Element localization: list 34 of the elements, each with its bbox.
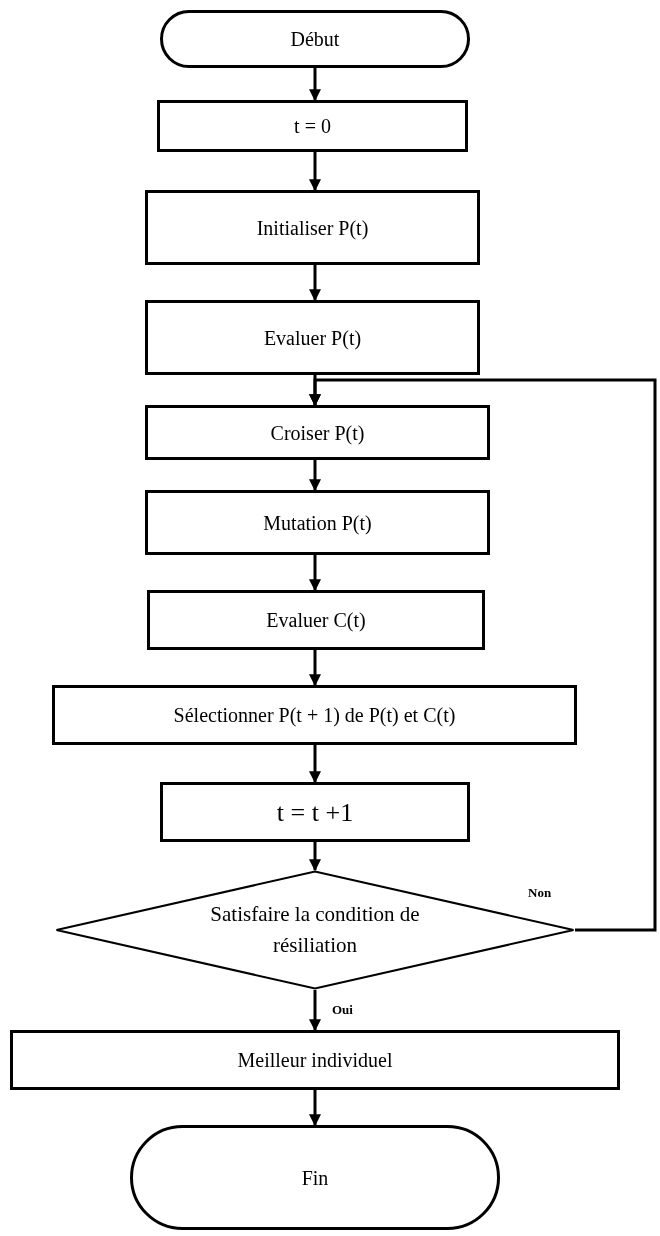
arrow <box>309 990 321 1032</box>
process-box <box>157 100 468 152</box>
process-box <box>147 590 485 650</box>
terminal-box <box>160 10 470 68</box>
decision-diamond <box>55 870 575 990</box>
node-label: Satisfaire la condition de résiliation <box>209 900 421 959</box>
process-box <box>10 1030 620 1090</box>
arrow <box>309 152 321 192</box>
arrow <box>309 68 321 102</box>
arrow <box>309 378 657 932</box>
node-label: Sélectionner P(t + 1) de P(t) et C(t) <box>172 703 457 729</box>
process-box <box>145 405 490 460</box>
process-box <box>145 300 480 375</box>
arrow <box>309 460 321 492</box>
node-label: Croiser P(t) <box>269 420 366 447</box>
arrow <box>309 1090 321 1127</box>
node-label: Evaluer C(t) <box>265 608 367 634</box>
arrow <box>309 555 321 592</box>
node-label: Début <box>289 27 341 52</box>
arrow <box>309 265 321 302</box>
arrow <box>309 650 321 687</box>
process-box <box>145 190 480 265</box>
process-box <box>145 490 490 555</box>
node-label: Fin <box>300 1165 330 1191</box>
node-label: Meilleur individuel <box>236 1048 394 1073</box>
arrow <box>309 842 321 872</box>
process-box <box>52 685 577 745</box>
node-label: t = 0 <box>293 114 332 139</box>
node-label: Evaluer P(t) <box>262 325 363 352</box>
node-label: t = t +1 <box>275 796 355 829</box>
process-box <box>160 782 470 842</box>
arrow <box>309 745 321 784</box>
node-label: Initialiser P(t) <box>255 215 370 242</box>
node-label: Mutation P(t) <box>262 510 373 537</box>
